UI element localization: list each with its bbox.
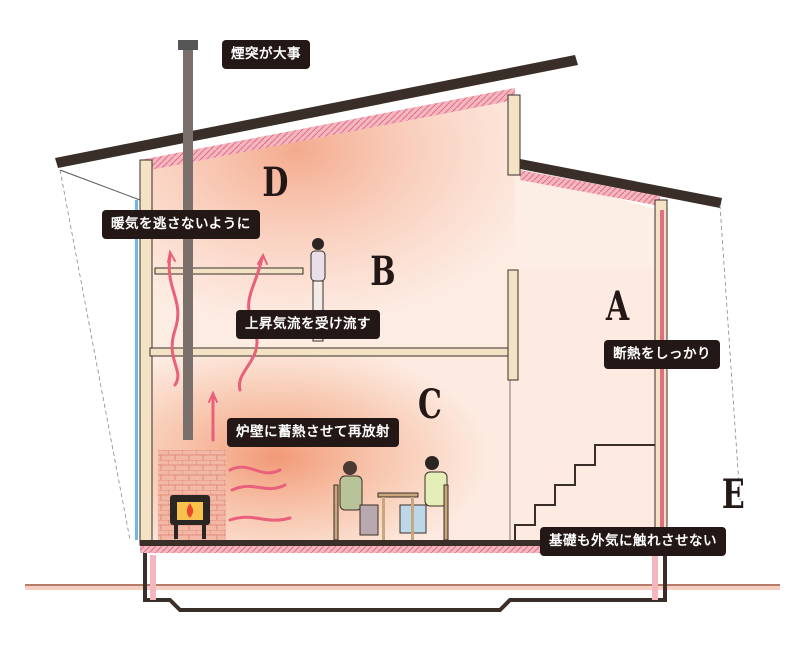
chimney-cap [178,40,198,50]
ground-floor [140,540,667,546]
rising-air-arrow [167,253,180,387]
clerestory-wall [507,94,521,176]
label-foundation: 基礎も外気に触れさせない [540,527,726,556]
person-body [339,475,363,511]
person-body [310,250,326,282]
letter-d: D [262,159,289,206]
main-roof-insulation [140,88,515,172]
flame-icon [186,503,194,518]
letter-b: B [370,248,396,295]
person-head [425,456,439,470]
arrowhead-icon [257,252,268,265]
label-insulation: 断熱をしっかり [604,340,720,369]
dining-table [377,492,419,498]
foundation [143,553,667,612]
person-legs [359,504,379,536]
floor-insulation [140,546,667,553]
mezzanine-floor [149,347,516,357]
letter-a: A [605,283,630,330]
foundation-insulation-left [150,555,156,600]
label-chimney: 煙突が大事 [222,40,310,69]
right-guide-line [719,204,741,501]
stove-leg [174,525,178,539]
loft-floor [154,267,304,275]
stairs [514,444,655,540]
radiant-heat-arrow [228,515,292,522]
people-at-table [333,456,449,541]
person-head [312,238,324,250]
person-head [343,461,357,475]
chimney-pipe [183,50,193,440]
arrowhead-icon [208,390,218,403]
letter-c: C [417,381,442,428]
left-wall-sheathing [135,200,138,540]
letter-e: E [721,471,745,518]
chair [443,484,449,541]
label-updraft: 上昇気流を受け流す [236,310,380,339]
upper-warm-air [150,100,515,350]
table-leg [382,497,385,540]
label-stove-wall: 炉壁に蓄熱させて再放射 [227,418,399,447]
lower-roof-insulation [520,170,660,206]
stove-leg [202,525,206,539]
foundation-insulation-right [652,555,658,600]
ground-strip [25,586,780,590]
radiant-heat-arrow [230,483,287,492]
stair-hall [510,270,660,545]
label-keep-warm: 暖気を逃さないように [102,210,260,239]
table-leg [411,497,414,540]
chair [333,484,339,541]
lower-roof [515,158,722,208]
right-wall-insulation [660,210,664,545]
interior-wall [507,269,519,381]
arrowhead-icon [167,249,176,263]
eave-line [59,169,141,201]
radiant-heat-arrow [228,465,282,475]
